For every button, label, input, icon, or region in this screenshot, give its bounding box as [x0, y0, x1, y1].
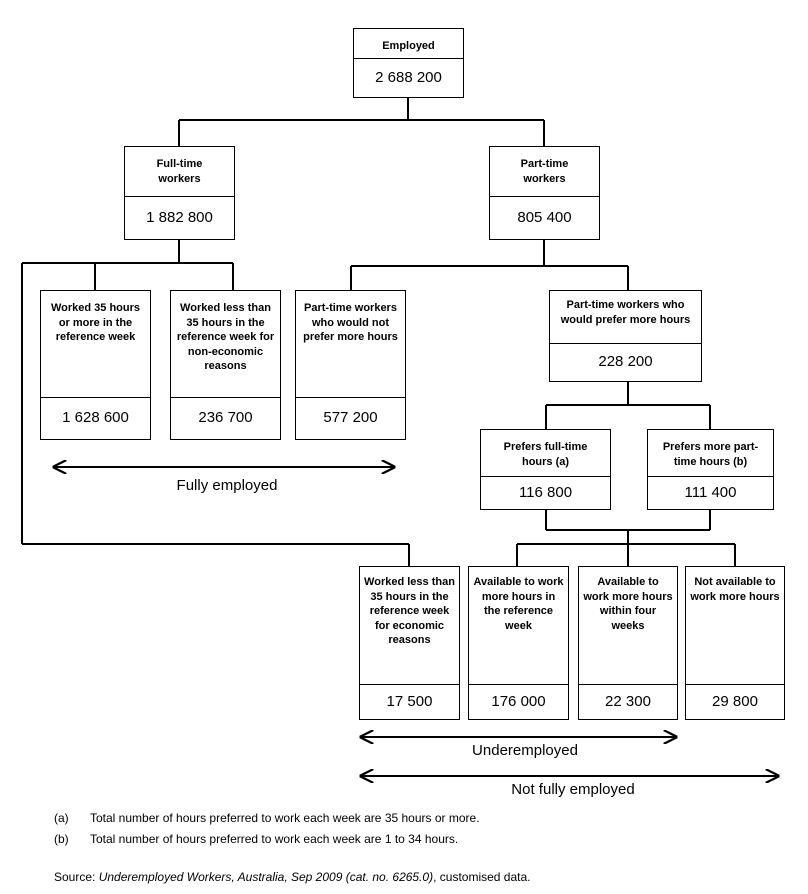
- available-reference-week-box: Available to work more hours in the refe…: [468, 566, 569, 720]
- box-label: Available to work more hours in the refe…: [469, 567, 568, 685]
- box-label: Part-time workers who would prefer more …: [550, 291, 701, 344]
- box-label: Not available to work more hours: [686, 567, 784, 685]
- prefers-full-time-box: Prefers full-time hours (a) 116 800: [480, 429, 611, 510]
- part-time-box: Part-time workers 805 400: [489, 146, 600, 240]
- pt-not-prefer-more-box: Part-time workers who would not prefer m…: [295, 290, 406, 440]
- source-line: Source: Underemployed Workers, Australia…: [54, 870, 531, 884]
- pt-prefer-more-box: Part-time workers who would prefer more …: [549, 290, 702, 382]
- box-value: 577 200: [323, 409, 378, 426]
- box-value: 29 800: [712, 692, 758, 710]
- fully-employed-caption: Fully employed: [176, 477, 278, 494]
- box-value: 116 800: [518, 483, 573, 501]
- source-suffix: , customised data.: [433, 870, 531, 884]
- box-value: 176 000: [491, 692, 546, 710]
- worked-less-non-economic-box: Worked less than 35 hours in the referen…: [170, 290, 281, 440]
- prefers-more-part-time-box: Prefers more part-time hours (b) 111 400: [647, 429, 774, 510]
- box-value: 22 300: [605, 692, 651, 710]
- box-value: 805 400: [517, 208, 572, 226]
- source-title: Underemployed Workers, Australia, Sep 20…: [98, 870, 434, 884]
- box-label: Worked 35 hours or more in the reference…: [41, 291, 150, 398]
- footnote-tag: (a): [54, 811, 69, 825]
- box-value: 17 500: [386, 692, 433, 710]
- box-value: 111 400: [684, 483, 737, 501]
- box-value: 2 688 200: [375, 68, 442, 86]
- box-label: Part-time workers: [490, 147, 599, 197]
- available-four-weeks-box: Available to work more hours within four…: [578, 566, 678, 720]
- not-available-box: Not available to work more hours 29 800: [685, 566, 785, 720]
- underemployed-caption: Underemployed: [472, 742, 578, 759]
- footnote-a: (a) Total number of hours preferred to wo…: [54, 811, 480, 825]
- box-value: 1 628 600: [62, 409, 129, 426]
- box-label: Prefers more part-time hours (b): [648, 430, 773, 477]
- full-time-box: Full-time workers 1 882 800: [124, 146, 235, 240]
- box-value: 236 700: [198, 409, 253, 426]
- box-value: 228 200: [598, 353, 653, 370]
- box-label: Part-time workers who would not prefer m…: [296, 291, 405, 398]
- footnote-tag: (b): [54, 832, 69, 846]
- box-label: Full-time workers: [125, 147, 234, 197]
- source-prefix: Source:: [54, 870, 99, 884]
- worked-less-economic-box: Worked less than 35 hours in the referen…: [359, 566, 460, 720]
- employed-box: Employed 2 688 200: [353, 28, 464, 98]
- footnote-text: Total number of hours preferred to work …: [90, 811, 480, 825]
- footnote-b: (b) Total number of hours preferred to wo…: [54, 832, 458, 846]
- box-label: Employed: [354, 29, 463, 59]
- box-label: Available to work more hours within four…: [579, 567, 677, 685]
- box-label: Worked less than 35 hours in the referen…: [171, 291, 280, 398]
- footnote-text: Total number of hours preferred to work …: [90, 832, 459, 846]
- worked-35-plus-box: Worked 35 hours or more in the reference…: [40, 290, 151, 440]
- box-value: 1 882 800: [146, 208, 213, 226]
- box-label: Worked less than 35 hours in the referen…: [360, 567, 459, 685]
- not-fully-employed-caption: Not fully employed: [511, 781, 635, 798]
- box-label: Prefers full-time hours (a): [481, 430, 610, 477]
